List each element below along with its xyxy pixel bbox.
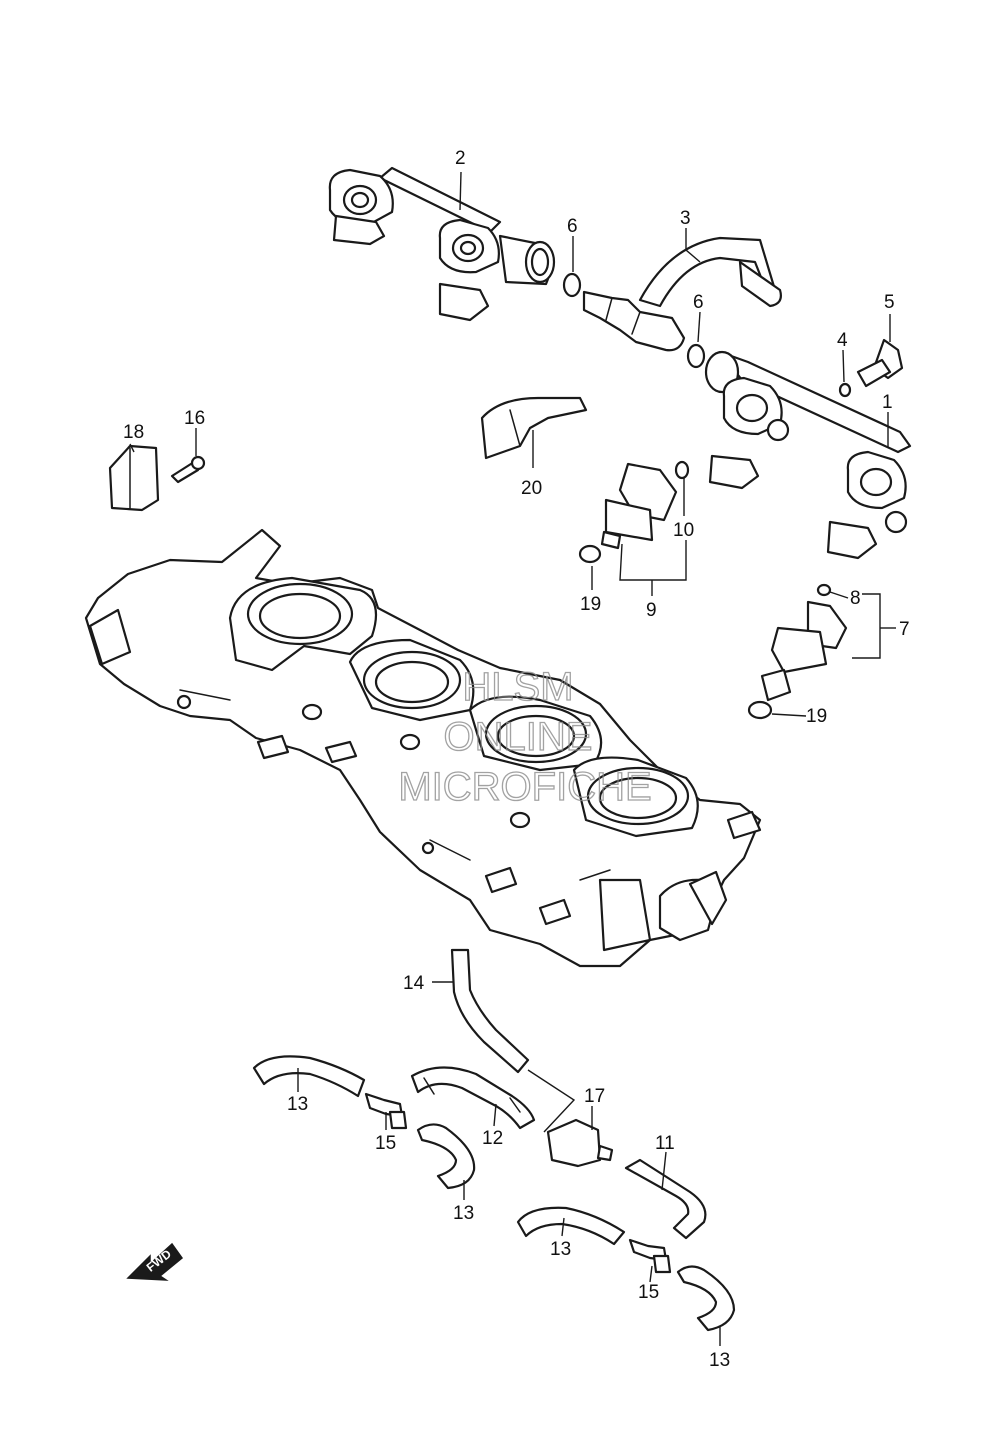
watermark-line-3: MICROFICHE bbox=[398, 765, 651, 809]
watermark-line-1: HLSM bbox=[462, 665, 573, 709]
o-ring-6-lower bbox=[686, 343, 706, 369]
callout-15-lower: 15 bbox=[638, 1282, 659, 1303]
callout-15-upper: 15 bbox=[375, 1133, 396, 1154]
fuel-pipe-joint bbox=[582, 290, 686, 352]
callout-5: 5 bbox=[884, 292, 895, 313]
o-ring-6-upper bbox=[562, 272, 582, 298]
seal-19-upper bbox=[578, 544, 602, 564]
fwd-arrow-icon: FWD bbox=[126, 1242, 184, 1281]
hose-13-middle-left bbox=[416, 1123, 476, 1190]
callout-4: 4 bbox=[837, 330, 848, 351]
callout-8: 8 bbox=[850, 588, 861, 609]
fitting-17 bbox=[546, 1118, 614, 1168]
callout-18: 18 bbox=[123, 422, 144, 443]
fitting-15-lower bbox=[628, 1238, 672, 1274]
clamp-20 bbox=[480, 396, 588, 460]
fuel-injector-7 bbox=[760, 583, 848, 702]
hose-14 bbox=[450, 948, 530, 1074]
washer-4 bbox=[838, 382, 852, 398]
callout-13-lower-right: 13 bbox=[709, 1350, 730, 1371]
callout-labels: 2 6 3 6 5 4 1 18 16 20 10 19 9 8 7 19 14… bbox=[123, 148, 910, 1371]
callout-20: 20 bbox=[521, 478, 542, 499]
callout-6-upper: 6 bbox=[567, 216, 578, 237]
leader-lines bbox=[129, 171, 896, 1346]
fuel-injector-9 bbox=[600, 462, 678, 550]
bolt-5 bbox=[856, 338, 904, 388]
hose-13-lower-middle bbox=[516, 1206, 626, 1246]
o-ring-10 bbox=[674, 460, 690, 480]
fuel-delivery-pipe-1 bbox=[704, 350, 912, 560]
hose-13-upper-left bbox=[252, 1055, 366, 1098]
callout-17: 17 bbox=[584, 1086, 605, 1107]
hose-12 bbox=[410, 1066, 536, 1130]
callout-13-middle: 13 bbox=[453, 1203, 474, 1224]
sensor-18 bbox=[108, 444, 160, 512]
watermark: HLSM ONLINE MICROFICHE bbox=[398, 664, 653, 809]
throttle-body bbox=[84, 528, 762, 968]
callout-3: 3 bbox=[680, 208, 691, 229]
callout-13-lower-middle: 13 bbox=[550, 1239, 571, 1260]
callout-6-lower: 6 bbox=[693, 292, 704, 313]
seal-19-lower bbox=[747, 700, 773, 720]
fitting-15-upper bbox=[364, 1092, 408, 1130]
fuel-hose-3 bbox=[638, 236, 782, 308]
callout-9: 9 bbox=[646, 600, 657, 621]
callout-12: 12 bbox=[482, 1128, 503, 1149]
watermark-line-2: ONLINE bbox=[444, 715, 593, 759]
callout-10: 10 bbox=[673, 520, 694, 541]
callout-11: 11 bbox=[655, 1133, 675, 1154]
screw-16 bbox=[170, 455, 206, 484]
callout-19-upper: 19 bbox=[580, 594, 601, 615]
callout-14: 14 bbox=[403, 973, 425, 994]
fuel-delivery-pipe-2 bbox=[328, 166, 556, 322]
hose-11 bbox=[624, 1158, 707, 1240]
callout-13-upper-left: 13 bbox=[287, 1094, 308, 1115]
callout-7: 7 bbox=[899, 619, 910, 640]
callout-19-lower: 19 bbox=[806, 706, 827, 727]
callout-2: 2 bbox=[455, 148, 466, 169]
hose-13-lower-right bbox=[676, 1265, 736, 1332]
callout-16: 16 bbox=[184, 408, 205, 429]
callout-1: 1 bbox=[882, 392, 893, 413]
